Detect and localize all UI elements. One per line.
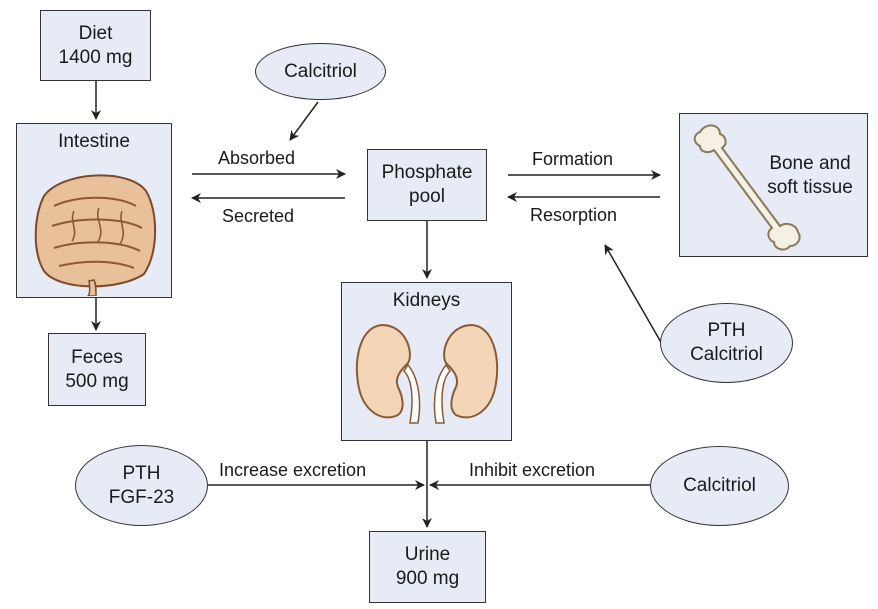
pth-calcitriol-line2: Calcitriol: [690, 344, 763, 365]
calcitriol-top-ellipse: Calcitriol: [255, 43, 386, 100]
intestine-box: Intestine: [16, 123, 172, 298]
inhibit-excretion-label: Inhibit excretion: [469, 460, 596, 480]
diet-amount: 1400 mg: [58, 46, 133, 68]
bone-line2: soft tissue: [767, 177, 853, 198]
phosphate-pool-line1: Phosphate: [381, 162, 473, 183]
pth-calcitriol-ellipse: PTH Calcitriol: [660, 303, 793, 383]
urine-box: Urine 900 mg: [369, 531, 486, 603]
kidneys-illustration: [355, 323, 499, 424]
pth-fgf-ellipse: PTH FGF-23: [75, 445, 208, 526]
calcitriol-right-label: Calcitriol: [683, 475, 756, 496]
resorption-label: Resorption: [530, 205, 618, 225]
feces-title: Feces: [71, 346, 123, 368]
secreted-label: Secreted: [222, 206, 295, 226]
bone-box: Bone and soft tissue: [679, 113, 868, 257]
pth-to-resorption-arrow: [604, 244, 663, 345]
feces-amount: 500 mg: [65, 370, 129, 392]
urine-amount: 900 mg: [395, 568, 460, 589]
increase-excretion-label: Increase excretion: [219, 460, 367, 480]
diet-box: Diet 1400 mg: [40, 10, 151, 81]
absorbed-label: Absorbed: [218, 148, 296, 168]
intestine-title: Intestine: [58, 131, 130, 152]
calcitriol-top-label: Calcitriol: [284, 60, 357, 82]
feces-box: Feces 500 mg: [48, 333, 146, 406]
kidneys-box: Kidneys: [341, 282, 512, 441]
phosphate-pool-line2: pool: [409, 186, 445, 207]
phosphate-pool-box: Phosphate pool: [367, 149, 487, 221]
kidneys-title: Kidneys: [392, 290, 461, 311]
bone-line1: Bone and: [769, 153, 851, 174]
pth-fgf-line2: FGF-23: [108, 486, 175, 508]
pth-calcitriol-line1: PTH: [707, 320, 746, 341]
formation-label: Formation: [532, 149, 614, 169]
calcitriol-right-ellipse: Calcitriol: [650, 446, 789, 526]
bone-illustration: [693, 124, 801, 251]
calcitriol-to-absorbed-arrow: [289, 101, 319, 141]
intestine-illustration: [34, 174, 157, 296]
pth-fgf-line1: PTH: [122, 462, 161, 484]
urine-title: Urine: [404, 544, 451, 565]
diet-title: Diet: [78, 22, 113, 44]
